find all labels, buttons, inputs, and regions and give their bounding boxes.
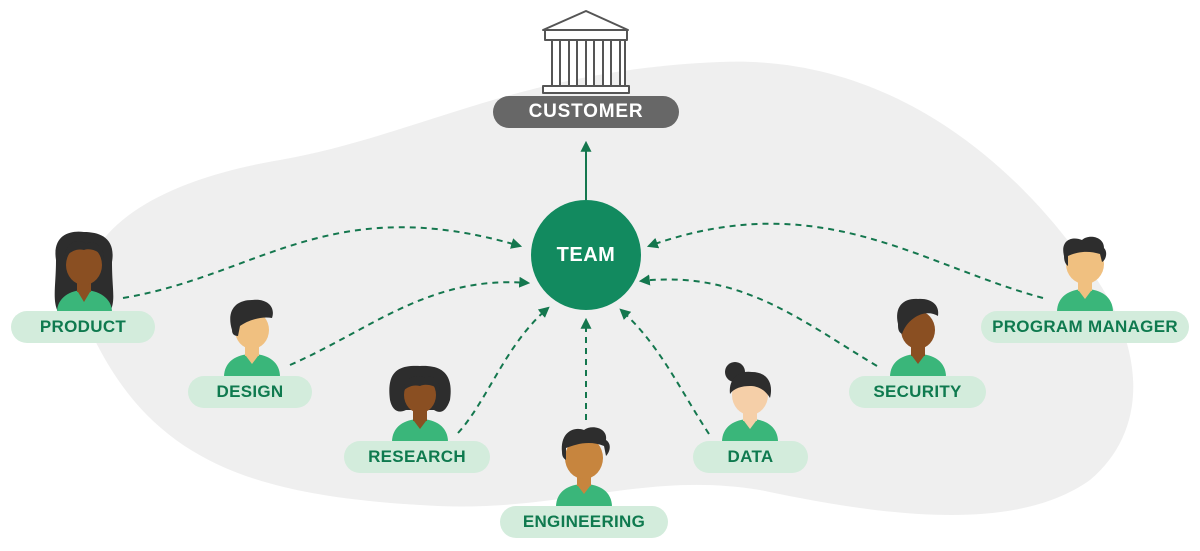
- role-label-product: PRODUCT: [11, 311, 155, 343]
- customer-label: CUSTOMER: [493, 96, 679, 128]
- connector-product: [122, 226, 523, 299]
- connector-security: [638, 274, 878, 367]
- bank-building-icon: [542, 10, 630, 94]
- person-short-hair-icon: [224, 299, 280, 377]
- role-label-program-manager: PROGRAM MANAGER: [981, 311, 1189, 343]
- person-spiky-hair-icon: [556, 427, 612, 507]
- connector-program-manager: [646, 222, 1044, 299]
- person-curly-hair-icon: [890, 298, 946, 377]
- connector-data: [619, 308, 710, 435]
- role-label-data: DATA: [693, 441, 808, 473]
- role-label-security: SECURITY: [849, 376, 986, 408]
- person-short-hair-icon: [1057, 236, 1113, 312]
- connector-research: [457, 306, 550, 434]
- role-label-engineering: ENGINEERING: [500, 506, 668, 538]
- team-circle: [531, 200, 641, 310]
- role-label-research: RESEARCH: [344, 441, 490, 473]
- person-bob-hair-icon: [389, 365, 451, 442]
- team-label: TEAM: [556, 243, 616, 266]
- person-bun-hair-icon: [722, 362, 778, 442]
- person-long-hair-icon: [54, 231, 114, 312]
- connector-design: [289, 276, 531, 366]
- role-label-design: DESIGN: [188, 376, 312, 408]
